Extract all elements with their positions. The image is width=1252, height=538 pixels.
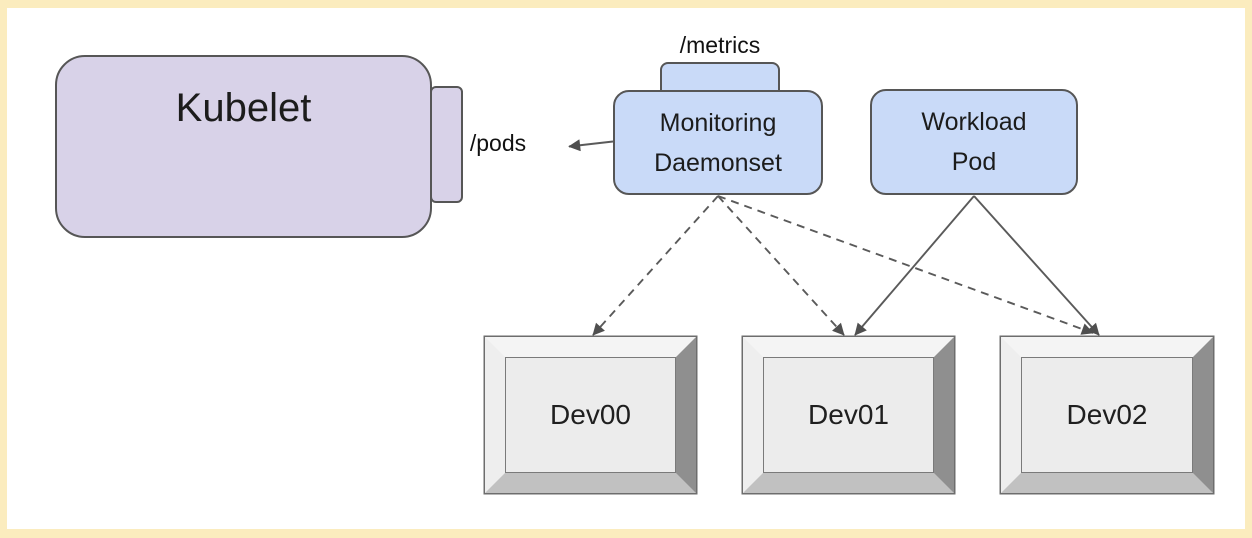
device-label: Dev02 <box>1066 399 1148 430</box>
monitoring-daemonset-label-line2: Daemonset <box>654 148 782 177</box>
kubelet-node: Kubelet <box>55 55 432 238</box>
kubelet-label: Kubelet <box>175 86 312 130</box>
metrics-endpoint-label: /metrics <box>679 32 761 58</box>
pods-endpoint-label: /pods <box>469 130 527 156</box>
monitoring-daemonset-node: Monitoring Daemonset <box>613 90 823 195</box>
workload-pod-node: Workload Pod <box>870 89 1078 195</box>
kubelet-pods-tab <box>430 86 463 203</box>
device-label: Dev01 <box>808 399 889 430</box>
workload-pod-label-line2: Pod <box>951 148 997 176</box>
device-node-dev00: Dev00 <box>485 337 696 493</box>
device-node-dev02: Dev02 <box>1001 337 1213 493</box>
monitoring-daemonset-label-line1: Monitoring <box>659 108 777 137</box>
device-node-dev01: Dev01 <box>743 337 954 493</box>
device-label: Dev00 <box>550 399 631 430</box>
workload-pod-label-line1: Workload <box>921 108 1027 136</box>
